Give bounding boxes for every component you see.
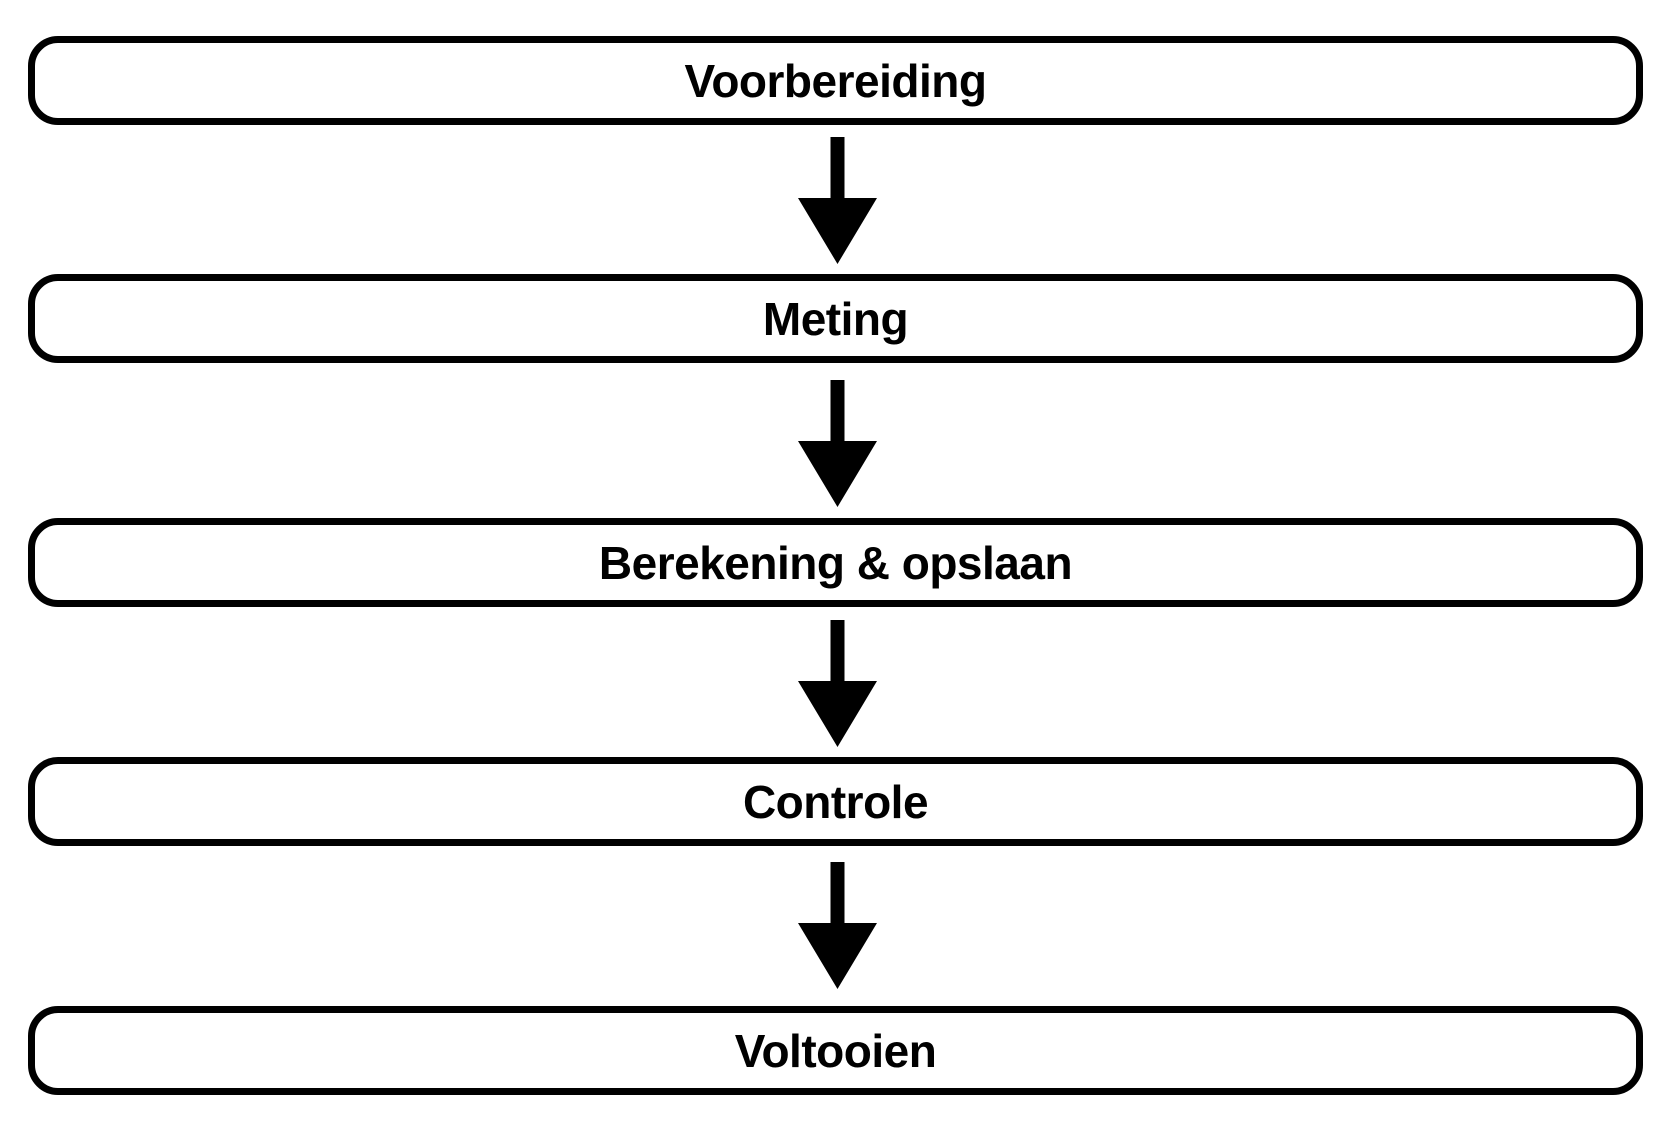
arrow-down-icon <box>798 862 877 989</box>
flow-node-berekening-opslaan[interactable]: Berekening & opslaan <box>28 518 1643 607</box>
flow-node-label: Voltooien <box>734 1024 937 1077</box>
flow-node-voorbereiding[interactable]: Voorbereiding <box>28 36 1643 125</box>
arrow-down-icon <box>798 380 877 507</box>
flow-connector-2 <box>798 380 877 507</box>
flow-node-label: Berekening & opslaan <box>598 536 1073 589</box>
flow-connector-1 <box>798 137 877 264</box>
flow-connector-3 <box>798 620 877 747</box>
flow-node-meting[interactable]: Meting <box>28 274 1643 363</box>
arrow-down-icon <box>798 137 877 264</box>
flow-node-label: Controle <box>742 775 929 828</box>
flow-node-controle[interactable]: Controle <box>28 757 1643 846</box>
arrow-down-icon <box>798 620 877 747</box>
flow-node-voltooien[interactable]: Voltooien <box>28 1006 1643 1095</box>
flow-node-label: Voorbereiding <box>684 54 987 107</box>
flow-node-label: Meting <box>762 292 909 345</box>
flow-connector-4 <box>798 862 877 989</box>
